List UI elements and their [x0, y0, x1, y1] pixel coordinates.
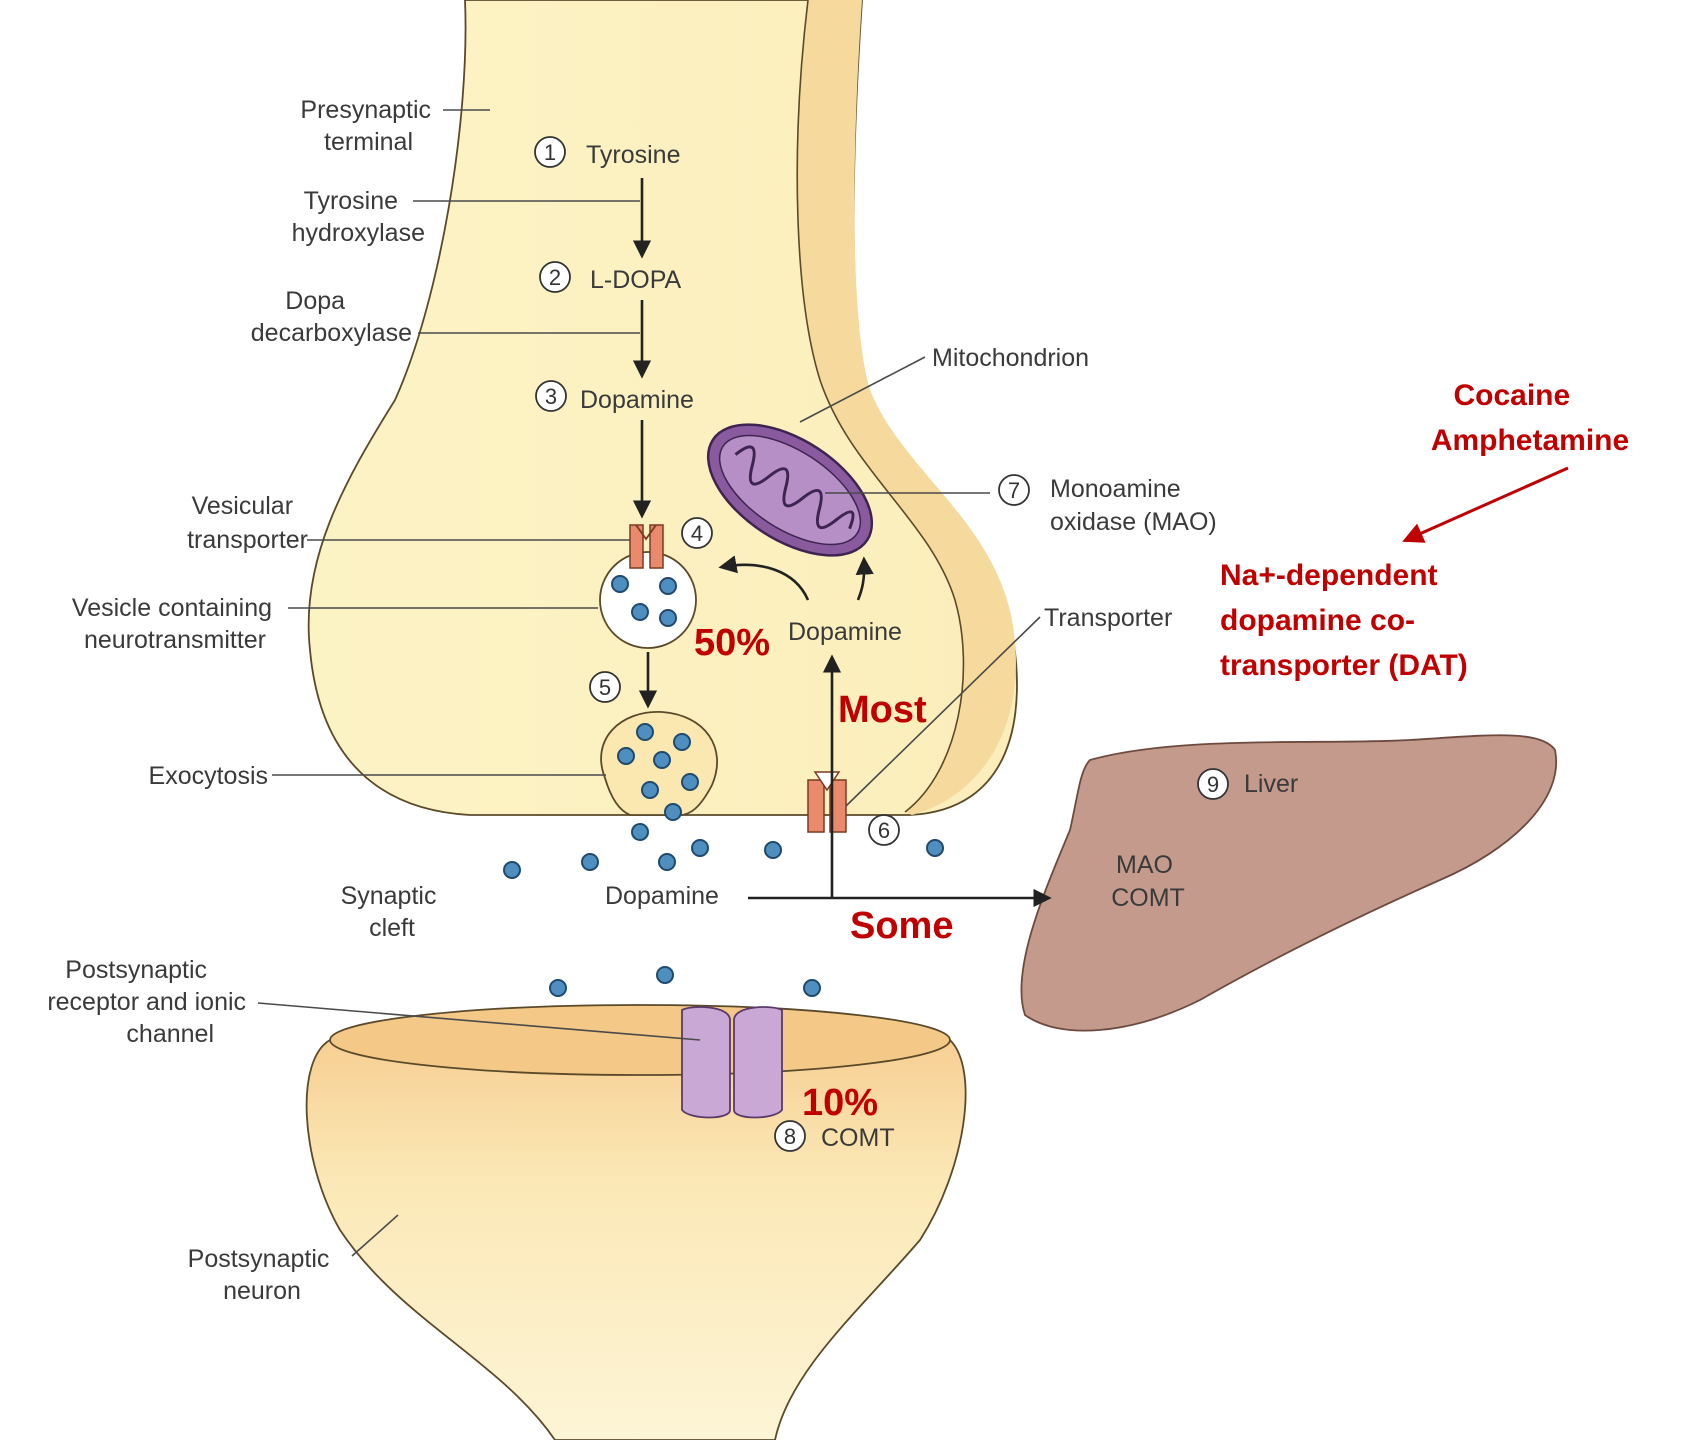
tyrosine-hydroxylase-label: Tyrosine hydroxylase [292, 187, 425, 247]
exocytosis-label: Exocytosis [149, 762, 268, 790]
step-6-marker: 6 [869, 815, 899, 845]
dopamine-dot [642, 782, 658, 798]
drugs-annotation: Cocaine Amphetamine [1431, 379, 1629, 457]
postsynaptic-receptor-label: Postsynaptic receptor and ionic channel [47, 956, 253, 1048]
step-2-marker: 2 [540, 262, 570, 292]
dopamine-dot [550, 980, 566, 996]
vesicle-label: Vesicle containing neurotransmitter [72, 594, 279, 654]
some-annotation: Some [850, 905, 953, 947]
postsynaptic-neuron [307, 1005, 966, 1440]
svg-text:9: 9 [1207, 772, 1219, 797]
svg-text:2: 2 [549, 265, 561, 290]
dopa-decarboxylase-label: Dopa decarboxylase [251, 287, 412, 347]
dopamine-dot [660, 610, 676, 626]
step-8-marker: 8 [775, 1121, 805, 1151]
tyrosine-label: Tyrosine [586, 141, 680, 169]
svg-text:1: 1 [544, 140, 556, 165]
postsynaptic-neuron-label: Postsynaptic neuron [188, 1245, 337, 1305]
dopamine-cleft-label: Dopamine [605, 882, 719, 910]
transporter-label: Transporter [1044, 604, 1172, 632]
dopamine-dot [504, 862, 520, 878]
monoamine-oxidase-label: Monoamine oxidase (MAO) [1050, 475, 1217, 536]
l-dopa-label: L-DOPA [590, 266, 682, 294]
dopamine-dot [927, 840, 943, 856]
liver-label: Liver [1244, 770, 1298, 798]
svg-text:6: 6 [878, 818, 890, 843]
vesicle [600, 552, 696, 648]
dopamine-dot [612, 576, 628, 592]
dopamine-dot [654, 752, 670, 768]
dat-annotation: Na+-dependent dopamine co- transporter (… [1220, 559, 1468, 682]
dopamine-dot [692, 840, 708, 856]
dopamine-dot [665, 804, 681, 820]
step-1-marker: 1 [535, 137, 565, 167]
vesicular-transporter-label: Vesicular transporter [187, 492, 308, 554]
step-3-marker: 3 [536, 381, 566, 411]
dopamine-dot [637, 724, 653, 740]
percent-10-annotation: 10% [802, 1082, 878, 1124]
drug-inhibition-arrow [1406, 468, 1568, 540]
dopamine-dot [618, 748, 634, 764]
dopamine-dot [632, 824, 648, 840]
svg-text:5: 5 [599, 675, 611, 700]
dopamine-dot [660, 578, 676, 594]
step-5-marker: 5 [590, 672, 620, 702]
presynaptic-terminal-label: Presynaptic terminal [300, 96, 438, 156]
comt-label: COMT [821, 1124, 895, 1152]
synaptic-cleft-label: Synaptic cleft [341, 882, 444, 942]
svg-text:4: 4 [691, 521, 703, 546]
step-4-marker: 4 [682, 518, 712, 548]
dopamine-dot [582, 854, 598, 870]
dopamine-dot [765, 842, 781, 858]
svg-text:3: 3 [545, 384, 557, 409]
dopamine-reuptake-label: Dopamine [788, 618, 902, 646]
dopamine-dot [682, 774, 698, 790]
step-7-marker: 7 [999, 475, 1029, 505]
dopamine-step-3-label: Dopamine [580, 386, 694, 414]
percent-50-annotation: 50% [694, 622, 770, 664]
most-annotation: Most [838, 689, 927, 731]
dopamine-dot [659, 854, 675, 870]
dopamine-dot [674, 734, 690, 750]
dopamine-dot [657, 967, 673, 983]
step-9-marker: 9 [1198, 769, 1228, 799]
svg-text:8: 8 [784, 1124, 796, 1149]
dopamine-dot [804, 980, 820, 996]
dopamine-dot [632, 604, 648, 620]
mitochondrion-label: Mitochondrion [932, 344, 1089, 372]
svg-text:7: 7 [1008, 478, 1020, 503]
